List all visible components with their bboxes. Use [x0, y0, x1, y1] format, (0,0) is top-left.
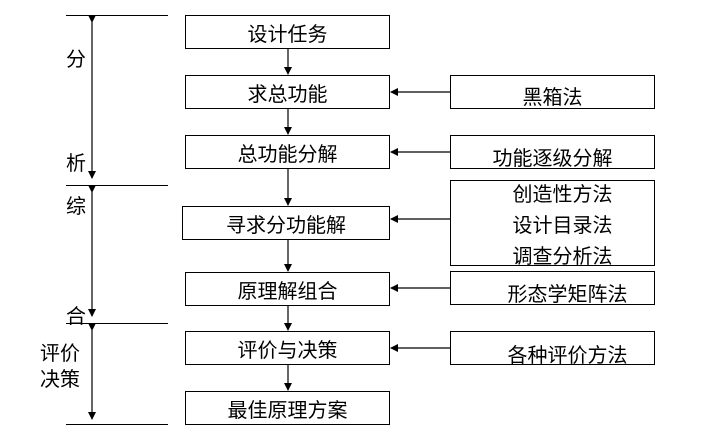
method-label-black-box: 黑箱法	[522, 85, 583, 109]
phase-label-analysis-top: 分	[66, 47, 86, 71]
phase-label-evaluation: 评价 决策	[40, 341, 80, 391]
method-box-stepwise-decomposition	[450, 135, 655, 169]
step-box-total-function: 求总功能	[185, 75, 390, 109]
method-label-evaluation-methods: 各种评价方法	[507, 343, 628, 367]
method-box-black-box	[450, 75, 655, 109]
method-box-morphological-matrix	[450, 271, 655, 305]
method-box-creative-methods	[450, 180, 655, 266]
method-label-creative-methods: 创造性方法 设计目录法 调查分析法	[512, 182, 613, 268]
step-box-subfunction-solutions: 寻求分功能解	[182, 206, 390, 240]
step-box-principle-combination: 原理解组合	[185, 272, 390, 306]
phase-bottom-line	[66, 424, 168, 425]
phase-label-synthesis-bottom: 合	[66, 304, 86, 328]
step-box-design-task: 设计任务	[185, 15, 390, 49]
phase-divider-synthesis-evaluation	[66, 323, 168, 324]
phase-label-synthesis-top: 综	[66, 194, 86, 218]
phase-top-line	[66, 15, 168, 16]
phase-label-analysis-bottom: 析	[66, 151, 86, 175]
method-label-stepwise-decomposition: 功能逐级分解	[492, 146, 613, 170]
step-box-evaluation-decision: 评价与决策	[185, 331, 390, 365]
step-box-function-decomposition: 总功能分解	[185, 135, 390, 169]
method-box-evaluation-methods	[450, 331, 655, 365]
method-label-morphological-matrix: 形态学矩阵法	[507, 282, 628, 306]
step-box-best-principle-scheme: 最佳原理方案	[185, 391, 390, 425]
phase-divider-analysis-synthesis	[66, 185, 168, 186]
